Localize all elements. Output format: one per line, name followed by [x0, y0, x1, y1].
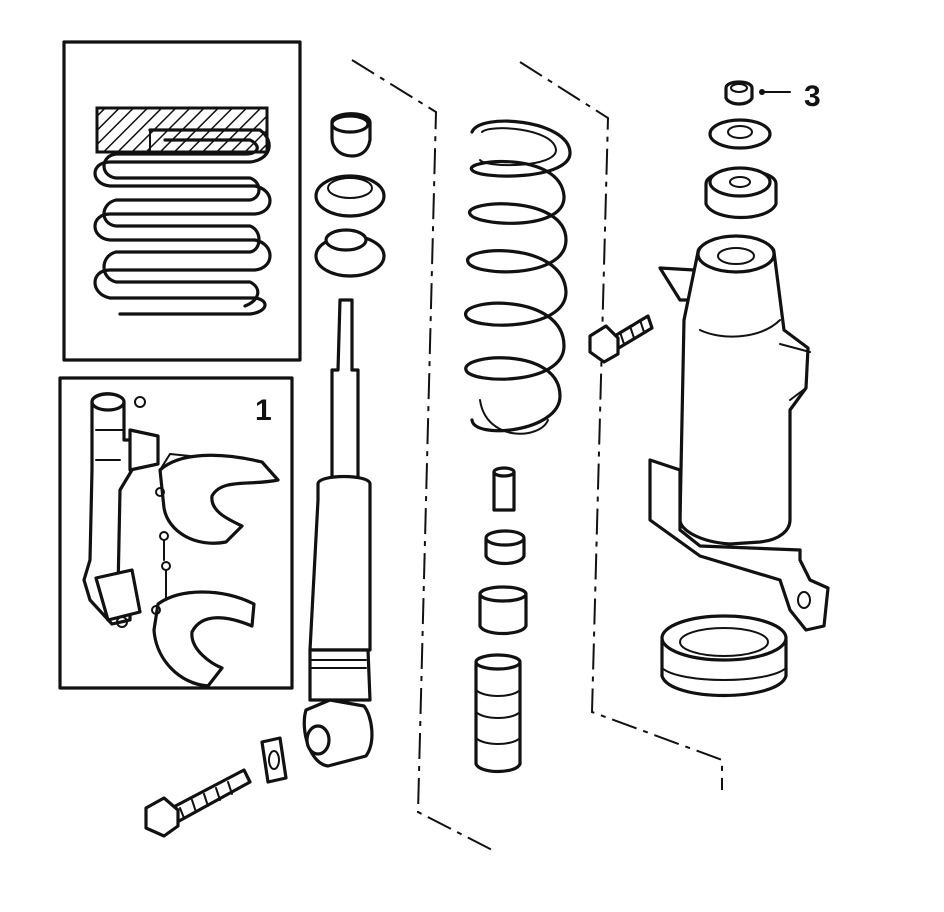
- upper-mount-insulator: [704, 166, 778, 220]
- mount-nut: [724, 80, 754, 106]
- spring-housing-bracket: [648, 234, 830, 632]
- tool-detail-inset: 1: [58, 376, 294, 690]
- callout-3: 3: [804, 80, 821, 113]
- lower-bolt: [144, 768, 252, 838]
- bump-stop-sleeve: [492, 466, 516, 512]
- coil-spring-detail: [93, 128, 272, 316]
- upper-mount-washer: [314, 174, 386, 218]
- callout-1: 1: [255, 394, 272, 427]
- lower-spring-isolator: [660, 614, 788, 697]
- assembly-lines: [351, 59, 791, 853]
- spring-detail-inset: [62, 40, 302, 362]
- spring-clamp-upper: [155, 453, 280, 545]
- upper-mount-retainer: [708, 118, 772, 150]
- upper-bushing-top: [330, 112, 372, 158]
- bolt-washer: [260, 736, 288, 784]
- spring-clamp-lower: [151, 531, 256, 688]
- jounce-bumper-seat: [478, 585, 528, 636]
- spring-compressor-tool: [82, 392, 160, 628]
- jounce-bumper-cap: [484, 529, 526, 566]
- coil-spring: [464, 119, 572, 435]
- jounce-bumper: [474, 653, 522, 774]
- lower-mount-bushing: [314, 228, 386, 278]
- housing-bolt: [588, 314, 654, 364]
- callout-3-leader-dot: [759, 89, 765, 95]
- shock-absorber: [302, 298, 374, 768]
